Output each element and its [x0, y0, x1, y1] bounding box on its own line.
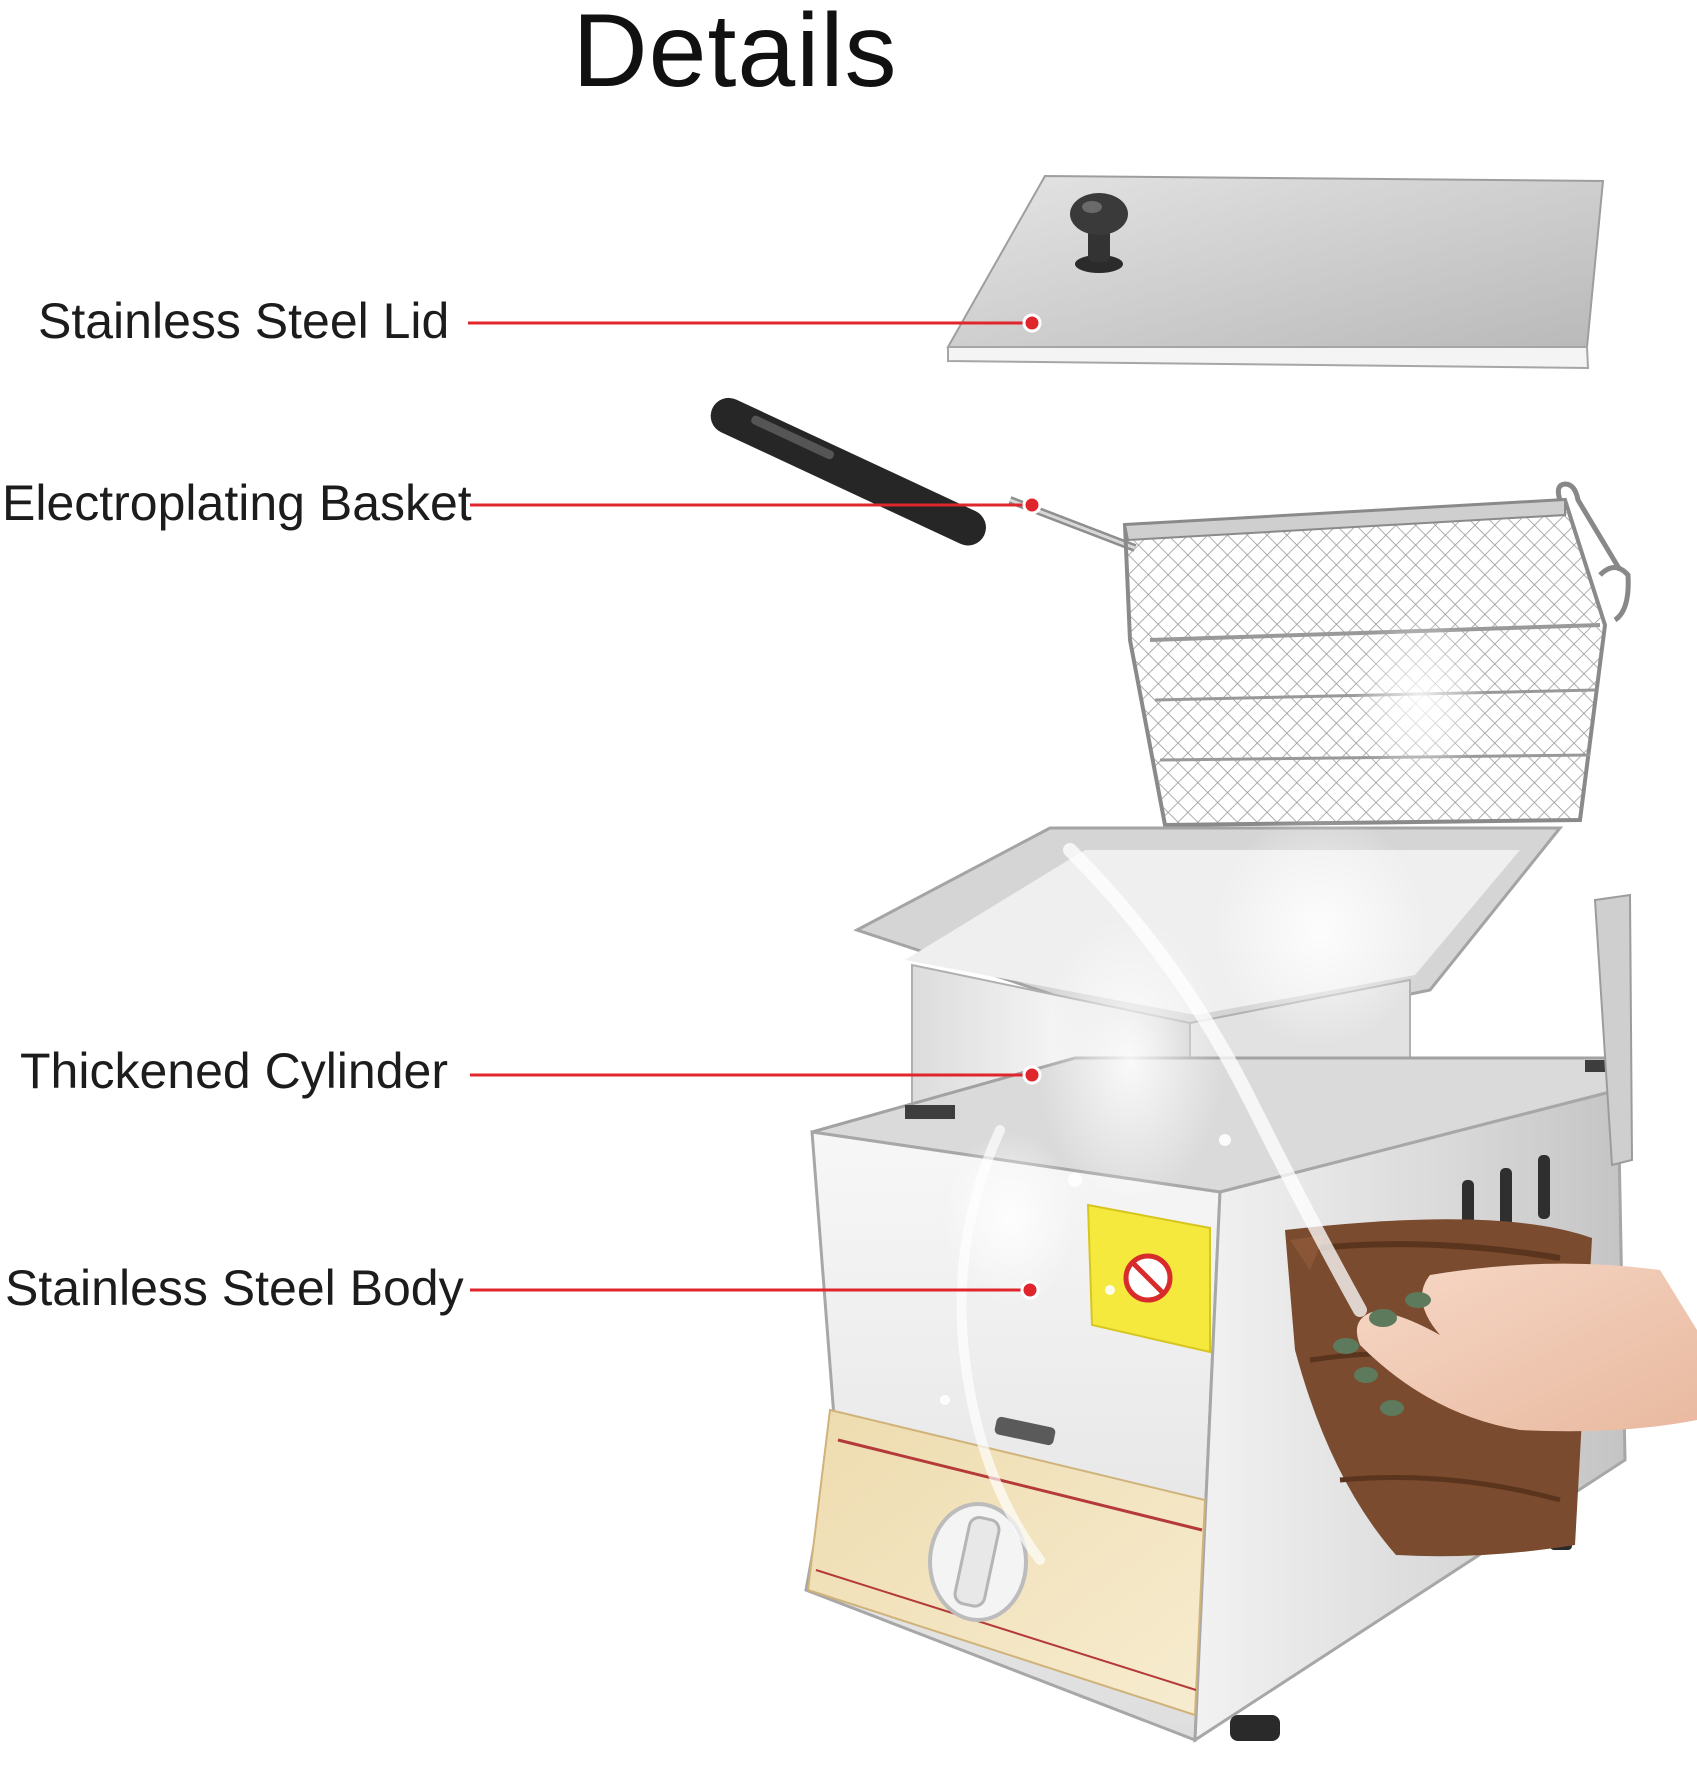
lid — [946, 174, 1605, 370]
callout-label-basket: Electroplating Basket — [2, 475, 472, 531]
callout-leaders — [468, 313, 1042, 1300]
callout-label-cylinder: Thickened Cylinder — [20, 1043, 448, 1099]
callout-label-body: Stainless Steel Body — [5, 1260, 464, 1316]
leader-dot-basket — [1022, 495, 1042, 515]
leader-dot-lid — [1022, 313, 1042, 333]
leader-dot-cylinder — [1022, 1065, 1042, 1085]
water-splash — [940, 610, 1490, 1565]
frying-basket — [710, 397, 1631, 828]
page-title: Details — [572, 0, 898, 109]
callout-label-lid: Stainless Steel Lid — [38, 293, 450, 349]
leader-dot-body — [1020, 1280, 1040, 1300]
hand-with-cloth — [1285, 1219, 1697, 1557]
